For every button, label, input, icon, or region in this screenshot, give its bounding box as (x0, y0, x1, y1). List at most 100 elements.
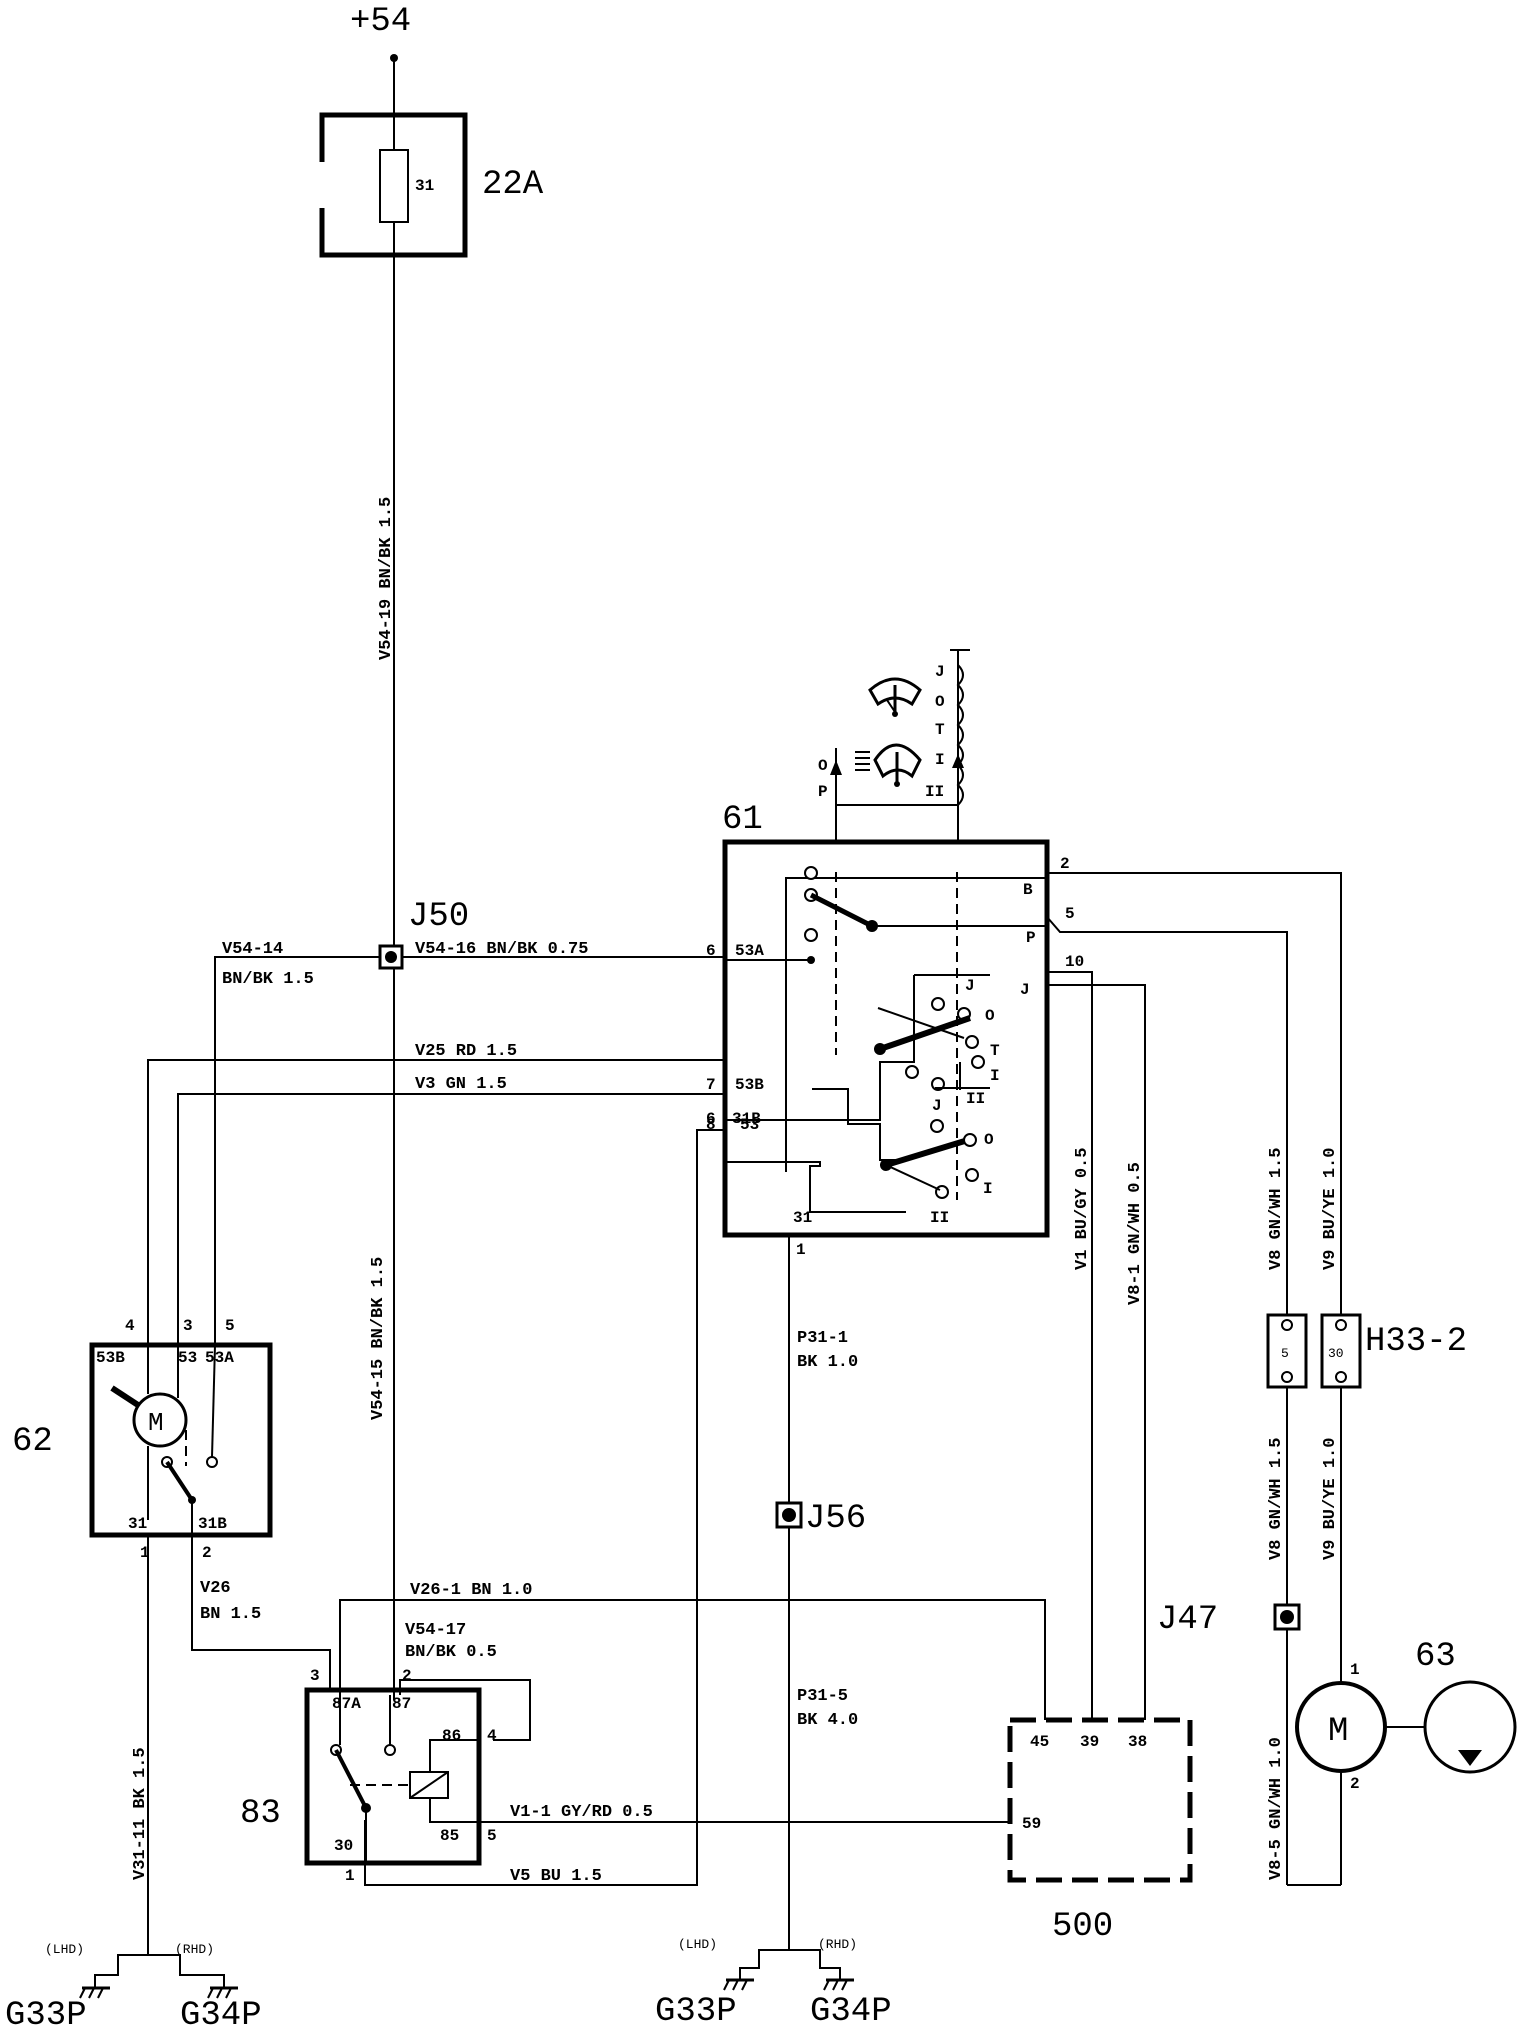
svg-text:I: I (990, 1067, 1000, 1085)
wire-v54-17a: V54-17 (405, 1621, 466, 1640)
supply-label: +54 (350, 3, 411, 41)
wire-v25 (147, 1059, 725, 1345)
wire-v54-17 (399, 1679, 531, 1741)
wire-v54-14-label: V54-14 (222, 940, 283, 959)
washer-pump-63: M 1 2 63 (1295, 1638, 1517, 1793)
wire-v1 (1047, 971, 1093, 1720)
junction-j50: J50 (378, 898, 469, 970)
fuse-id: 22A (482, 166, 544, 204)
windshield-wiper-icon (868, 677, 922, 717)
wire-bnbk-label: BN/BK 1.5 (222, 970, 314, 989)
svg-text:P: P (1026, 929, 1036, 947)
svg-text:500: 500 (1052, 1908, 1113, 1946)
wiper-switch-61: 61 2 B 5 P 10 6 53A 7 53B 8 53 6 31B 31 … (706, 801, 1084, 1259)
svg-text:30: 30 (1328, 1346, 1344, 1361)
svg-text:53B: 53B (735, 1076, 764, 1094)
svg-text:31: 31 (128, 1515, 147, 1533)
svg-text:1: 1 (345, 1867, 355, 1885)
connector-h33-2: 5 30 H33-2 (1266, 1313, 1467, 1389)
svg-text:II: II (966, 1090, 985, 1108)
wire-v26-1-label: V26-1 BN 1.0 (410, 1581, 532, 1600)
svg-text:H33-2: H33-2 (1365, 1323, 1467, 1361)
svg-text:1: 1 (796, 1241, 806, 1259)
module-500: 500 45 39 38 59 (1007, 1717, 1193, 1946)
svg-text:(LHD): (LHD) (45, 1942, 84, 1957)
wire-v54-17b: BN/BK 0.5 (405, 1643, 497, 1662)
svg-text:61: 61 (722, 801, 763, 839)
svg-text:38: 38 (1128, 1733, 1147, 1751)
svg-text:5: 5 (487, 1827, 497, 1845)
svg-text:53A: 53A (735, 942, 764, 960)
svg-text:53B: 53B (96, 1349, 125, 1367)
wire-v25-label: V25 RD 1.5 (415, 1042, 517, 1061)
svg-text:P: P (818, 783, 828, 801)
wiper-motor-62: 62 4 3 5 53B 53 53A 31 31B 1 2 M (12, 1317, 273, 1562)
svg-text:30: 30 (334, 1837, 353, 1855)
wire-v26-1 (339, 1599, 1046, 1720)
wire-v1-1-label: V1-1 GY/RD 0.5 (510, 1803, 653, 1822)
wire-v26-b: BN 1.5 (200, 1605, 261, 1624)
svg-text:10: 10 (1065, 953, 1084, 971)
svg-text:87: 87 (392, 1695, 411, 1713)
svg-text:8: 8 (706, 1116, 716, 1134)
svg-text:4: 4 (487, 1727, 497, 1745)
svg-text:62: 62 (12, 1423, 53, 1461)
svg-text:G33P: G33P (5, 1997, 87, 2026)
svg-text:39: 39 (1080, 1733, 1099, 1751)
svg-text:1: 1 (140, 1544, 150, 1562)
svg-text:7: 7 (706, 1076, 716, 1094)
svg-text:B: B (1023, 881, 1033, 899)
wire-v26 (191, 1535, 331, 1690)
wire-p31-5a: P31-5 (797, 1687, 848, 1706)
wire-v31-11-label: V31-11 BK 1.5 (131, 1747, 150, 1880)
wire-v9-top (1047, 872, 1342, 1315)
svg-text:O: O (818, 757, 828, 775)
svg-text:O: O (935, 693, 945, 711)
wire-v54-16-label: V54-16 BN/BK 0.75 (415, 940, 588, 959)
svg-text:85: 85 (440, 1827, 459, 1845)
svg-text:87A: 87A (332, 1695, 361, 1713)
svg-text:J: J (1020, 981, 1030, 999)
wire-v54-14 (214, 956, 380, 1345)
wire-v54-15: V54-15 BN/BK 1.5 (369, 1257, 388, 1420)
svg-text:T: T (990, 1042, 1000, 1060)
svg-text:(RHD): (RHD) (175, 1942, 214, 1957)
wire-v8-top-label: V8 GN/WH 1.5 (1267, 1148, 1286, 1270)
svg-text:J: J (932, 1097, 942, 1115)
junction-j47: J47 (1157, 1601, 1301, 1639)
svg-text:J: J (935, 663, 945, 681)
svg-text:O: O (985, 1007, 995, 1025)
svg-text:J50: J50 (408, 898, 469, 936)
svg-text:3: 3 (310, 1667, 320, 1685)
svg-text:86: 86 (442, 1727, 461, 1745)
svg-text:4: 4 (125, 1317, 135, 1335)
wire-v54-19: V54-19 BN/BK 1.5 (377, 497, 396, 660)
svg-text:5: 5 (225, 1317, 235, 1335)
svg-text:J47: J47 (1157, 1601, 1218, 1639)
wire-v3-label: V3 GN 1.5 (415, 1075, 507, 1094)
svg-text:63: 63 (1415, 1638, 1456, 1676)
wire-v8-1 (1047, 984, 1146, 1720)
svg-text:(LHD): (LHD) (678, 1937, 717, 1952)
wire-v8-top (1046, 916, 1288, 1315)
svg-text:1: 1 (1350, 1661, 1360, 1679)
junction-j56: J56 (775, 1500, 866, 1538)
svg-text:I: I (983, 1180, 993, 1198)
svg-text:83: 83 (240, 1795, 281, 1833)
svg-text:2: 2 (1350, 1775, 1360, 1793)
svg-text:T: T (935, 721, 945, 739)
wiper-lever-symbol: O P J O T I II (818, 649, 970, 842)
wire-v8-mid-label: V8 GN/WH 1.5 (1267, 1438, 1286, 1560)
svg-text:2: 2 (202, 1544, 212, 1562)
svg-text:5: 5 (1281, 1346, 1289, 1361)
svg-text:M: M (148, 1408, 164, 1438)
ground-right: (LHD) (RHD) G33P G34P (655, 1937, 892, 2026)
svg-text:31: 31 (793, 1209, 812, 1227)
wire-v26-a: V26 (200, 1579, 231, 1598)
svg-text:2: 2 (1060, 855, 1070, 873)
svg-text:5: 5 (1065, 905, 1075, 923)
svg-text:53: 53 (178, 1349, 197, 1367)
fuse-22a: 31 22A (319, 112, 544, 258)
svg-text:(RHD): (RHD) (818, 1937, 857, 1952)
